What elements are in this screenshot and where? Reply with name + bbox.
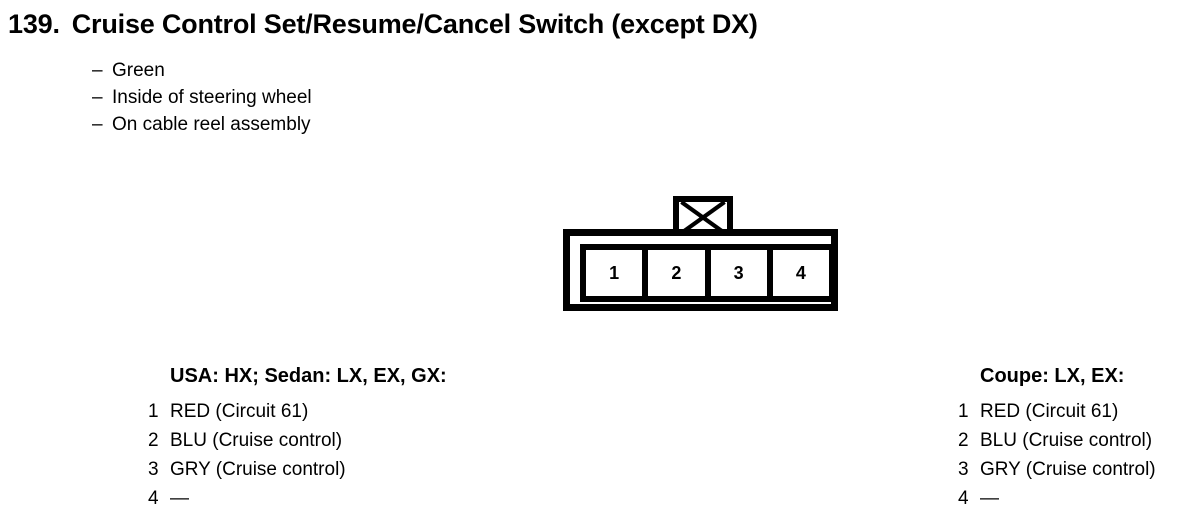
pin-number: 4 xyxy=(958,488,969,509)
page-title: 139. Cruise Control Set/Resume/Cancel Swi… xyxy=(8,8,758,40)
pin-description: RED (Circuit 61) xyxy=(980,401,1119,422)
pin-row: 3 GRY (Cruise control) xyxy=(148,455,447,484)
pin-row: 1 RED (Circuit 61) xyxy=(148,397,447,426)
cavity-frame: 1 2 3 4 xyxy=(580,244,835,302)
pin-row: 3 GRY (Cruise control) xyxy=(958,455,1156,484)
connector-diagram: 1 2 3 4 xyxy=(563,196,838,311)
connector-cavity: 1 xyxy=(586,250,649,296)
pin-row: 2 BLU (Cruise control) xyxy=(148,426,447,455)
pin-description: RED (Circuit 61) xyxy=(170,401,309,422)
connector-cavity: 3 xyxy=(710,250,773,296)
attribute-label: Green xyxy=(112,60,165,81)
tab-cross-icon xyxy=(680,202,726,233)
pin-number: 2 xyxy=(958,430,969,451)
attribute-list: –Green –Inside of steering wheel –On cab… xyxy=(92,57,312,138)
connector-cavity: 2 xyxy=(648,250,711,296)
pin-description: GRY (Cruise control) xyxy=(170,459,346,480)
pin-assignment-column-left: USA: HX; Sedan: LX, EX, GX: 1 RED (Circui… xyxy=(148,363,447,513)
pin-row: 2 BLU (Cruise control) xyxy=(958,426,1156,455)
attribute-label: On cable reel assembly xyxy=(112,114,311,135)
pin-number: 2 xyxy=(148,430,159,451)
list-item: –Green xyxy=(92,57,312,84)
pin-number: 3 xyxy=(148,459,159,480)
connector-shell: 1 2 3 4 xyxy=(563,229,838,311)
column-heading: Coupe: LX, EX: xyxy=(980,365,1125,387)
pin-description: GRY (Cruise control) xyxy=(980,459,1156,480)
dash-bullet-icon: – xyxy=(92,87,103,108)
pin-row: 4— xyxy=(148,484,447,513)
pin-number: 1 xyxy=(958,401,969,422)
pin-description: BLU (Cruise control) xyxy=(980,430,1153,451)
connector-cavity: 4 xyxy=(772,250,829,296)
dash-bullet-icon: – xyxy=(92,114,103,135)
list-item: –Inside of steering wheel xyxy=(92,84,312,111)
pin-description: BLU (Cruise control) xyxy=(170,430,343,451)
dash-bullet-icon: – xyxy=(92,60,103,81)
pin-description: — xyxy=(170,488,189,509)
keying-tab-crossed-icon xyxy=(673,196,733,233)
page-title-text: Cruise Control Set/Resume/Cancel Switch … xyxy=(71,9,758,39)
pin-number: 3 xyxy=(958,459,969,480)
pin-row: 1 RED (Circuit 61) xyxy=(958,397,1156,426)
pin-row: 4— xyxy=(958,484,1156,513)
pin-assignment-column-right: Coupe: LX, EX: 1 RED (Circuit 61) 2 BLU (C… xyxy=(958,363,1156,513)
pin-number: 4 xyxy=(148,488,159,509)
pin-description: — xyxy=(980,488,999,509)
attribute-label: Inside of steering wheel xyxy=(112,87,312,108)
pin-number: 1 xyxy=(148,401,159,422)
column-heading: USA: HX; Sedan: LX, EX, GX: xyxy=(170,365,447,387)
page-title-number: 139. xyxy=(8,9,60,39)
list-item: –On cable reel assembly xyxy=(92,111,312,138)
